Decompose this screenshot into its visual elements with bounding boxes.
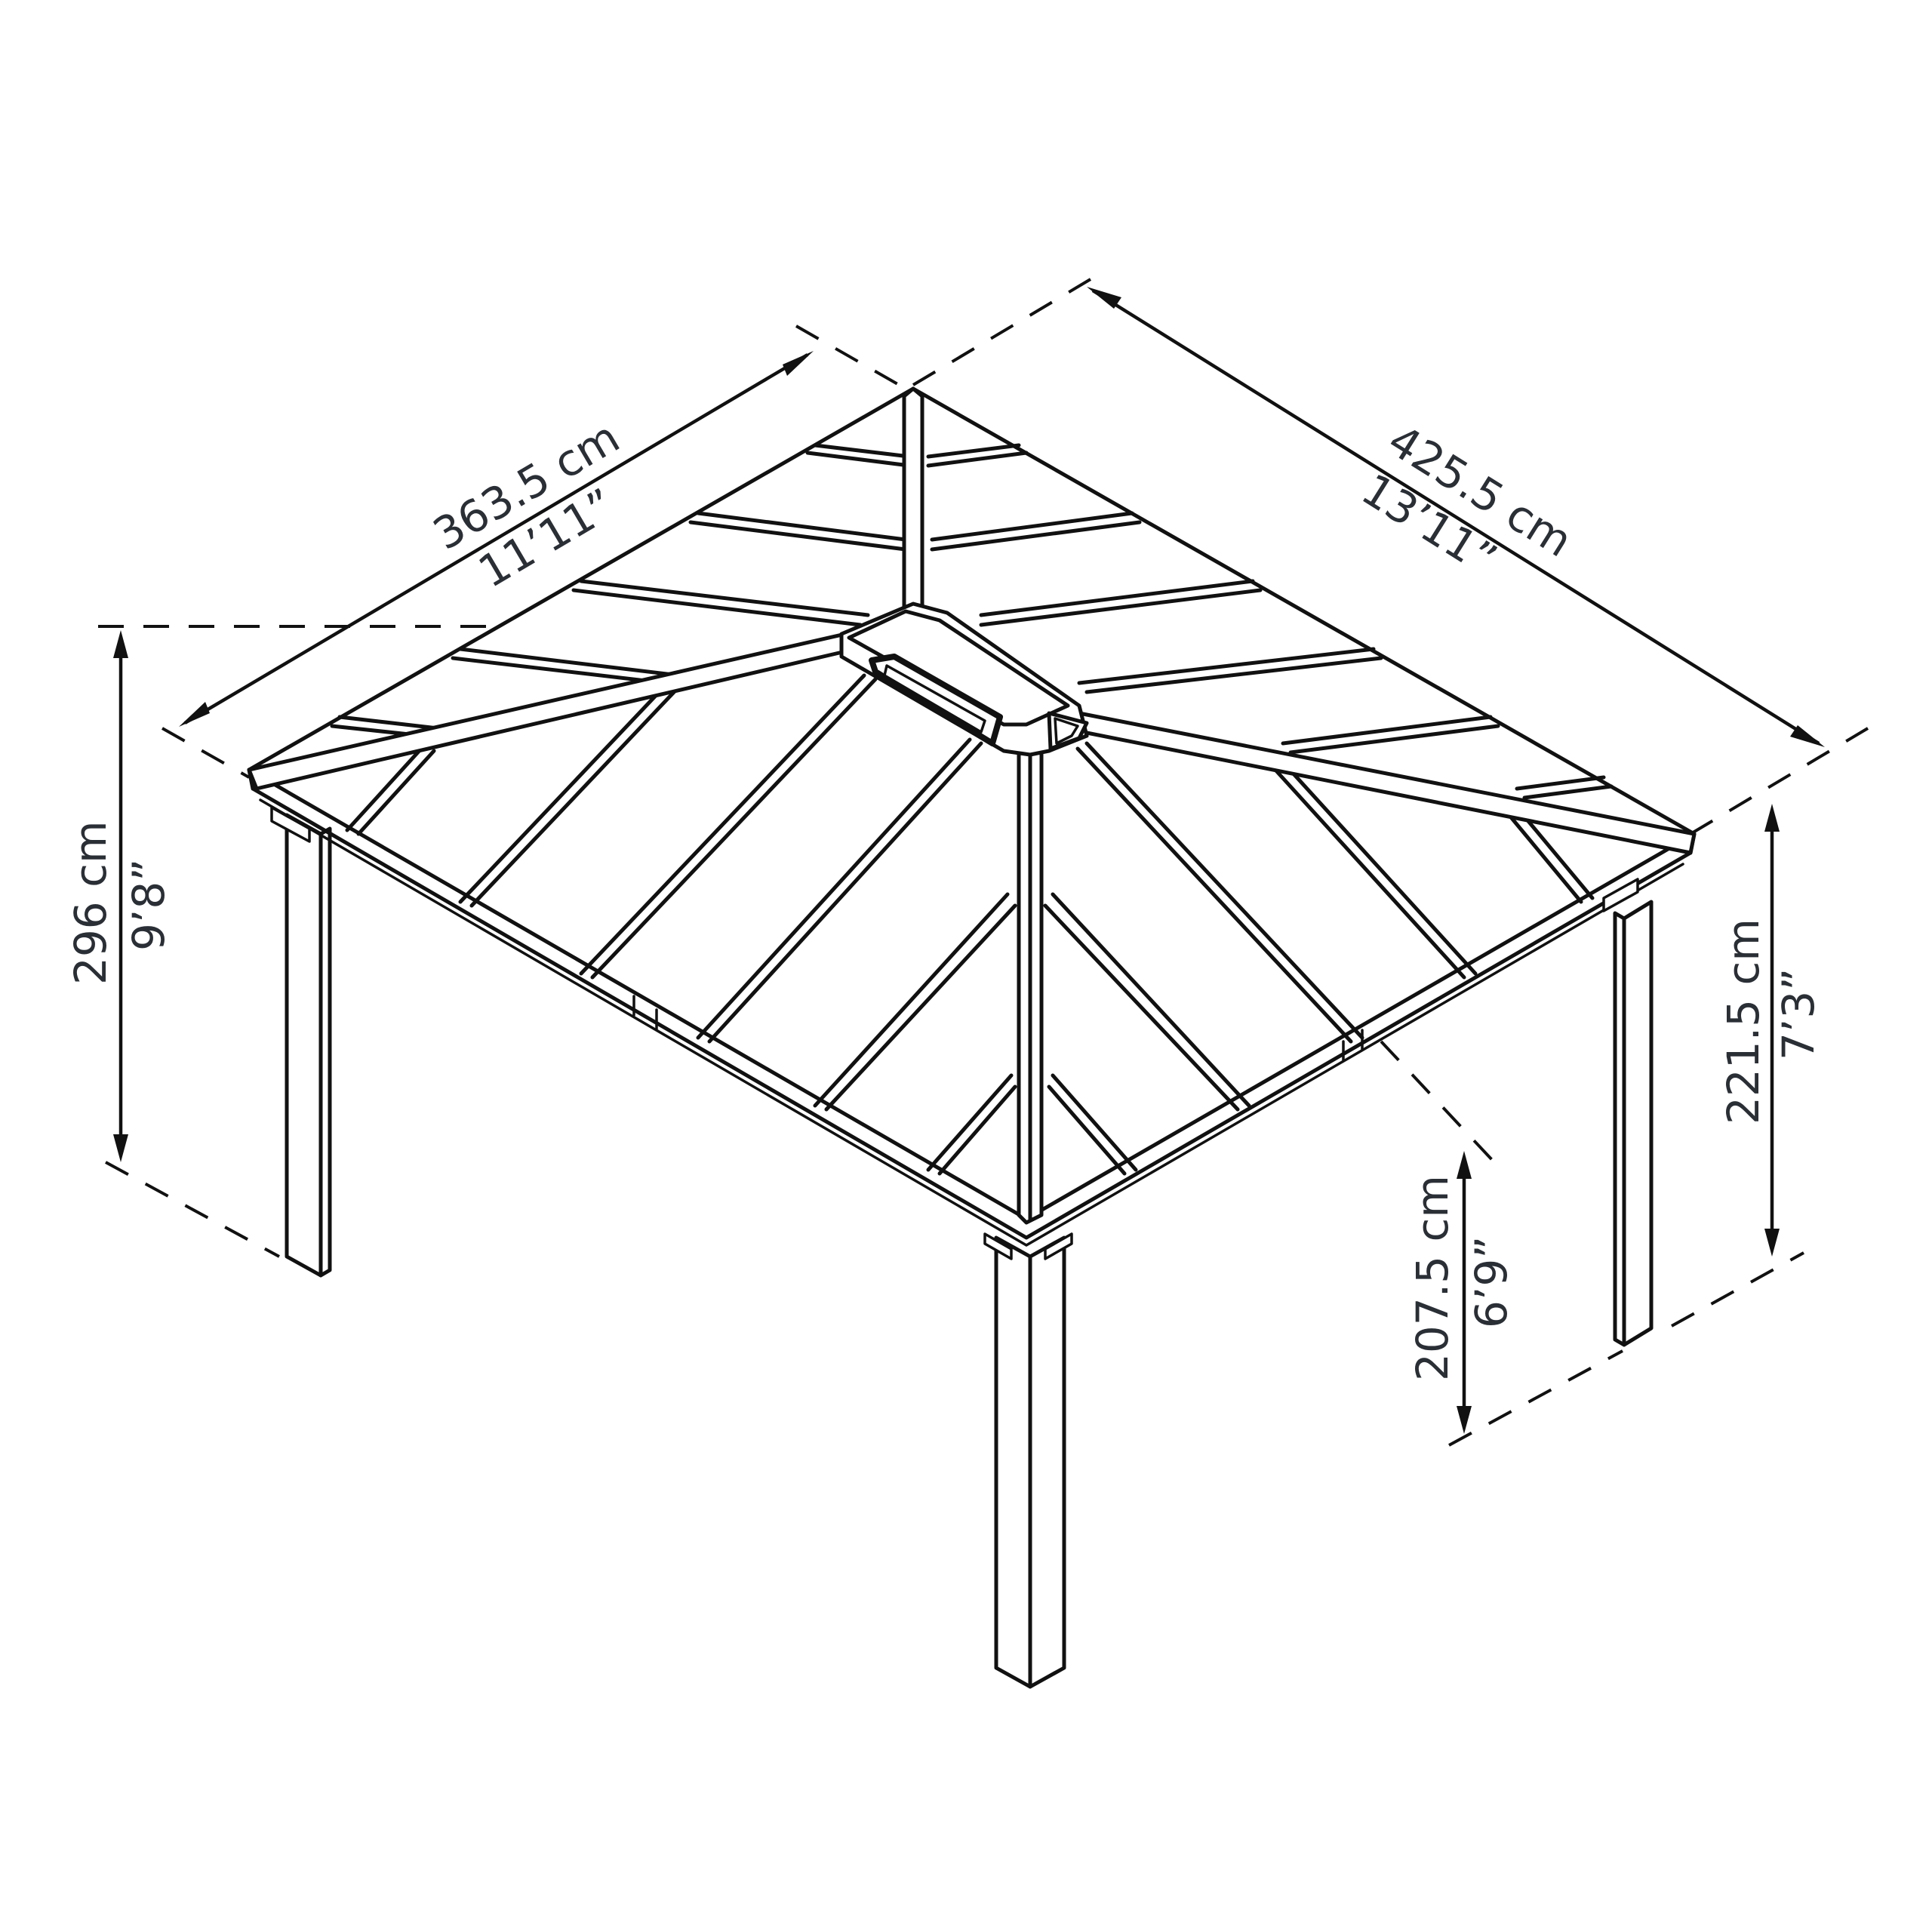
eave-height-imperial-label: 7’3” — [1773, 968, 1824, 1060]
roof-panels-back-left — [330, 443, 912, 739]
roof-panels-front-right — [1043, 741, 1595, 1176]
posts — [285, 813, 1654, 1689]
hip-rafters — [247, 386, 1697, 1225]
roof — [247, 386, 1697, 1260]
post-back-right — [1613, 900, 1654, 1347]
total-height-imperial-label: 9’8” — [123, 859, 174, 951]
total-height-metric-label: 296 cm — [65, 820, 116, 985]
roof-panels-back-right — [926, 443, 1614, 800]
clearance-height-imperial-label: 6’9” — [1466, 1236, 1517, 1328]
apex-vent-cap — [839, 601, 1089, 757]
dimension-lines — [113, 287, 1825, 1434]
eave-height-metric-label: 221.5 cm — [1718, 918, 1769, 1124]
roof-panels-front-left — [345, 673, 1017, 1176]
post-front — [994, 1235, 1066, 1689]
post-left — [285, 813, 332, 1278]
clearance-height-metric-label: 207.5 cm — [1407, 1175, 1458, 1381]
